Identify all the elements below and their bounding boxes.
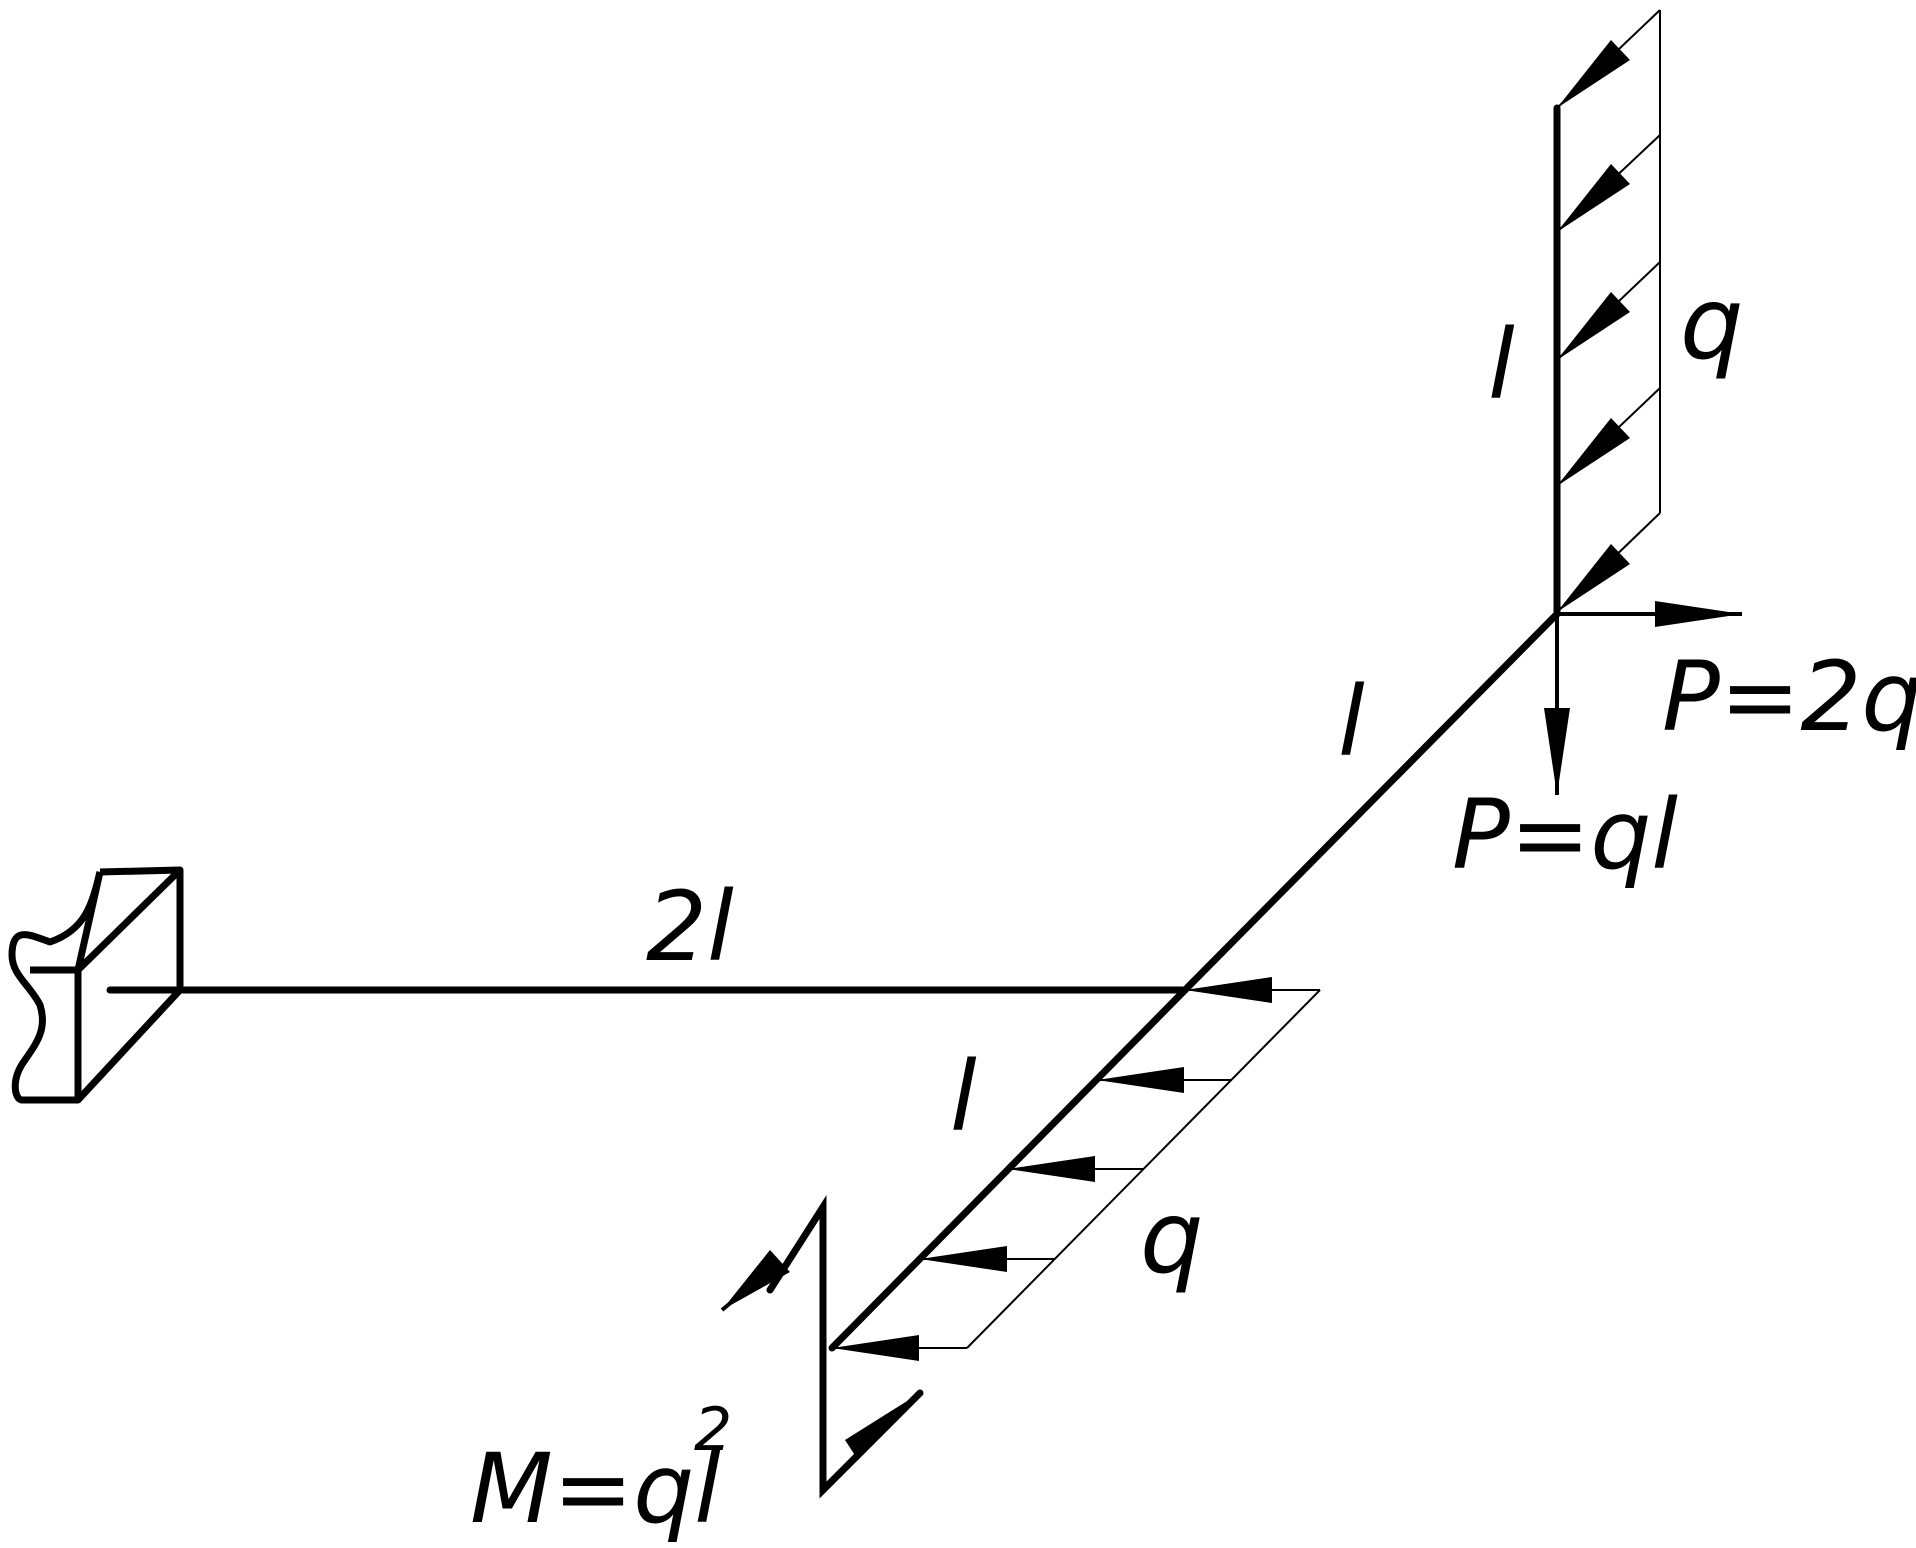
arrowhead bbox=[1008, 1156, 1095, 1182]
label-length-horizontal: 2l bbox=[646, 871, 734, 983]
arrowhead bbox=[1097, 1067, 1184, 1093]
support-top-bevel bbox=[74, 871, 104, 971]
support-top-curve bbox=[8, 871, 104, 1104]
arrowhead bbox=[1185, 977, 1272, 1003]
moment-arrowhead-lower bbox=[845, 1393, 920, 1460]
arrowhead bbox=[920, 1246, 1007, 1272]
label-moment-exponent: 2 bbox=[694, 1395, 732, 1465]
fixed-support bbox=[8, 866, 184, 1104]
arrowhead bbox=[832, 1335, 919, 1361]
arrowhead bbox=[1557, 544, 1630, 612]
beam-diagonal-upper bbox=[1181, 610, 1561, 994]
force-y-head bbox=[1544, 708, 1570, 795]
arrowhead bbox=[1557, 164, 1630, 232]
moment-arrowheads bbox=[720, 1250, 920, 1460]
arrowhead bbox=[1557, 292, 1630, 360]
label-length-diagonal-upper: l bbox=[1338, 666, 1365, 778]
load-envelope-lower bbox=[966, 989, 1321, 1349]
label-force-x: P=2ql bbox=[1662, 641, 1916, 753]
point-forces bbox=[1544, 601, 1742, 795]
label-length-diagonal-lower: l bbox=[950, 1041, 977, 1153]
distributed-load-lower-heads bbox=[832, 977, 1272, 1361]
force-x-head bbox=[1655, 601, 1742, 627]
label-q-lower: q bbox=[1140, 1179, 1203, 1296]
arrowhead bbox=[1557, 418, 1630, 486]
label-force-y: P=ql bbox=[1452, 779, 1678, 891]
label-moment: M=ql bbox=[470, 1433, 721, 1545]
distributed-load-vertical-heads bbox=[1557, 40, 1630, 612]
label-q-vertical: q bbox=[1680, 265, 1743, 382]
frame bbox=[106, 104, 1561, 1499]
label-length-vertical: l bbox=[1488, 309, 1515, 421]
moment-arrow-tail-upper bbox=[720, 1260, 782, 1312]
arrowhead bbox=[1557, 40, 1630, 108]
support-top-edge bbox=[99, 866, 181, 876]
